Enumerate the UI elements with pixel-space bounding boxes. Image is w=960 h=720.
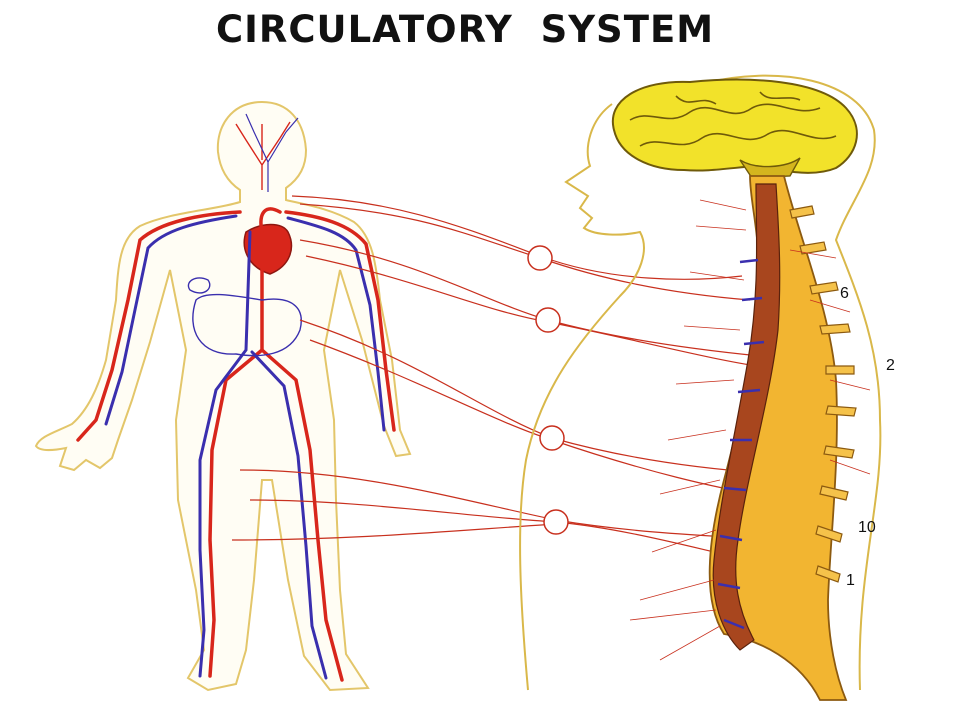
- head-veins: [245, 113, 299, 192]
- vertebra-processes: [789, 205, 857, 583]
- profile-outline: [519, 74, 882, 691]
- kidney: [187, 277, 211, 294]
- spinal-nerves: [629, 199, 871, 661]
- vertebra-marks: [717, 258, 765, 630]
- ganglion-4: [543, 509, 569, 535]
- head-arteries: [235, 121, 291, 190]
- spine-label-4: 1: [846, 572, 855, 589]
- ganglion-2: [535, 307, 561, 333]
- ganglion-3: [539, 425, 565, 451]
- brain: [611, 78, 858, 179]
- diagram-title: CIRCULATORY SYSTEM: [215, 8, 715, 51]
- ganglion-1: [527, 245, 553, 271]
- spinal-cord: [712, 183, 781, 651]
- spine-label-2: 2: [886, 357, 895, 374]
- intestines: [192, 293, 302, 357]
- human-figure: [34, 100, 412, 692]
- nerve-ganglia: [527, 245, 569, 535]
- profile-figure: 6 2 10 1: [519, 74, 895, 701]
- spine-label-3: 10: [858, 519, 876, 536]
- spine-label-1: 6: [840, 285, 849, 302]
